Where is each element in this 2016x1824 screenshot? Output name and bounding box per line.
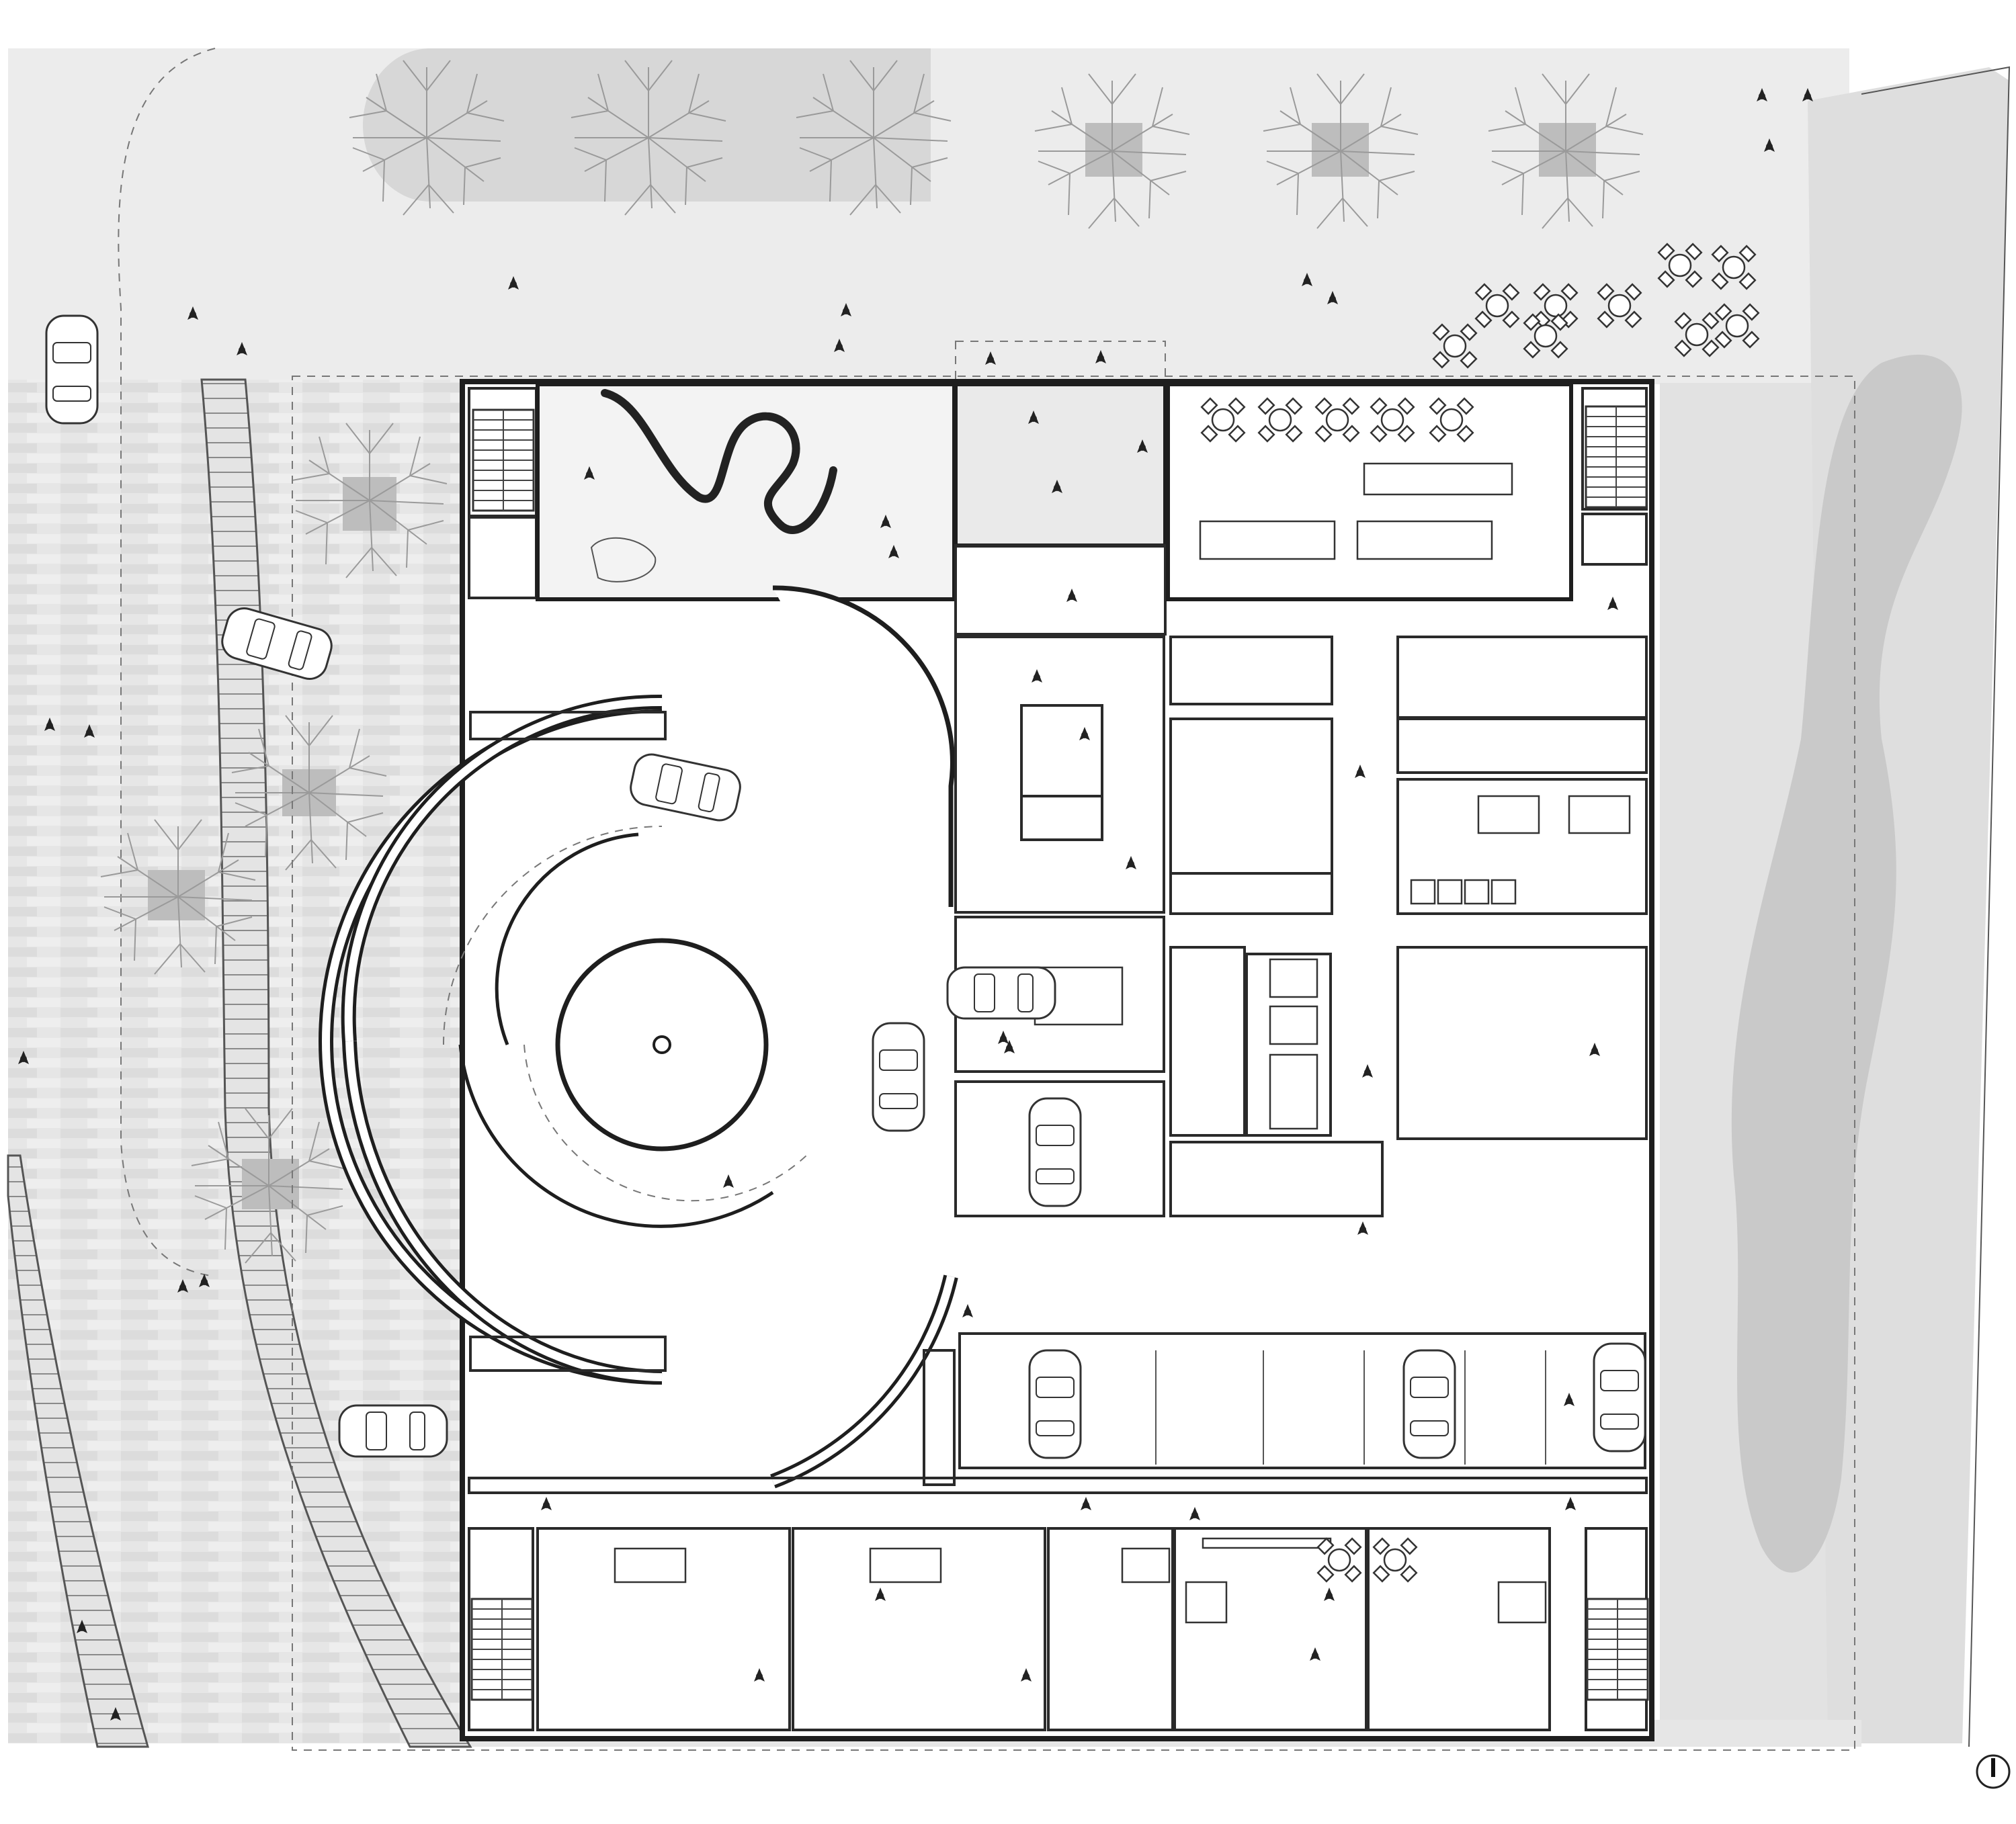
parking-bay-central <box>954 1080 1165 1217</box>
site-boundary <box>292 376 1855 1751</box>
promenade-curve <box>118 48 216 1277</box>
entrance-canopy <box>955 341 1166 380</box>
tree-row-west <box>100 423 448 1264</box>
staircase-sw <box>470 1598 534 1701</box>
cafe-counter <box>1363 462 1513 496</box>
east-edge-line <box>1861 66 2011 1747</box>
bike-storage <box>1396 946 1648 1140</box>
north-planter <box>363 48 931 202</box>
elevators <box>1245 953 1332 1137</box>
staircase-se <box>1586 1598 1649 1701</box>
studio-1 <box>536 1527 791 1731</box>
east-landscape-blob <box>1731 354 1962 1573</box>
studio-5 <box>1367 1527 1551 1731</box>
sculpture-court <box>536 382 956 601</box>
studio-4 <box>1173 1527 1368 1731</box>
building <box>319 379 1654 1741</box>
tree-row-north <box>349 60 1644 229</box>
stair-core <box>1169 946 1246 1137</box>
ramp-outer-wall <box>772 585 955 907</box>
staircase-ne <box>1585 405 1648 509</box>
entrance-vestibule <box>954 382 1167 548</box>
staircase-nw <box>472 408 535 512</box>
north-arrow-icon <box>1976 1754 2011 1789</box>
boardwalk-lower <box>7 1154 149 1748</box>
sculpture-s-curve <box>601 389 837 534</box>
studio-2 <box>792 1527 1046 1731</box>
studio-3 <box>1047 1527 1174 1731</box>
central-rotunda <box>555 938 769 1152</box>
